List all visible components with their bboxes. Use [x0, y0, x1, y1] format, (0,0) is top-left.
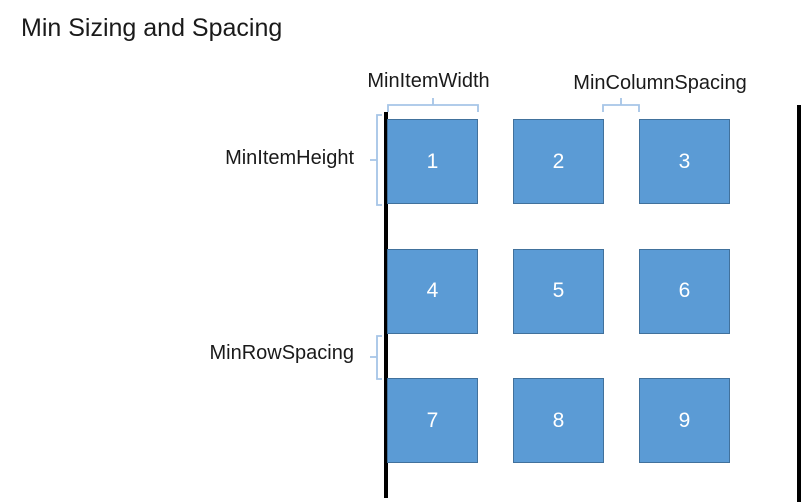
- grid-item-9: 9: [639, 378, 730, 463]
- grid-item-8: 8: [513, 378, 604, 463]
- page-title: Min Sizing and Spacing: [21, 14, 283, 42]
- grid-item-7: 7: [387, 378, 478, 463]
- left-edge-line: [384, 112, 388, 498]
- min-item-height-brace-icon: [370, 114, 382, 206]
- right-edge-line: [797, 105, 801, 502]
- label-min-row-spacing: MinRowSpacing: [209, 342, 354, 364]
- grid-item-6: 6: [639, 248, 730, 334]
- grid-item-3: 3: [639, 119, 730, 204]
- grid-item-4: 4: [387, 248, 478, 334]
- items-grid: 1 2 3 4 5 6 7 8 9: [387, 119, 730, 463]
- grid-item-1: 1: [387, 119, 478, 204]
- min-item-width-brace-icon: [387, 98, 479, 112]
- label-min-item-width: MinItemWidth: [367, 70, 490, 92]
- min-row-spacing-brace-icon: [370, 335, 382, 380]
- label-min-column-spacing: MinColumnSpacing: [573, 72, 747, 94]
- min-column-spacing-brace-icon: [602, 98, 640, 112]
- label-min-item-height: MinItemHeight: [225, 147, 354, 169]
- grid-item-2: 2: [513, 119, 604, 204]
- grid-item-5: 5: [513, 248, 604, 334]
